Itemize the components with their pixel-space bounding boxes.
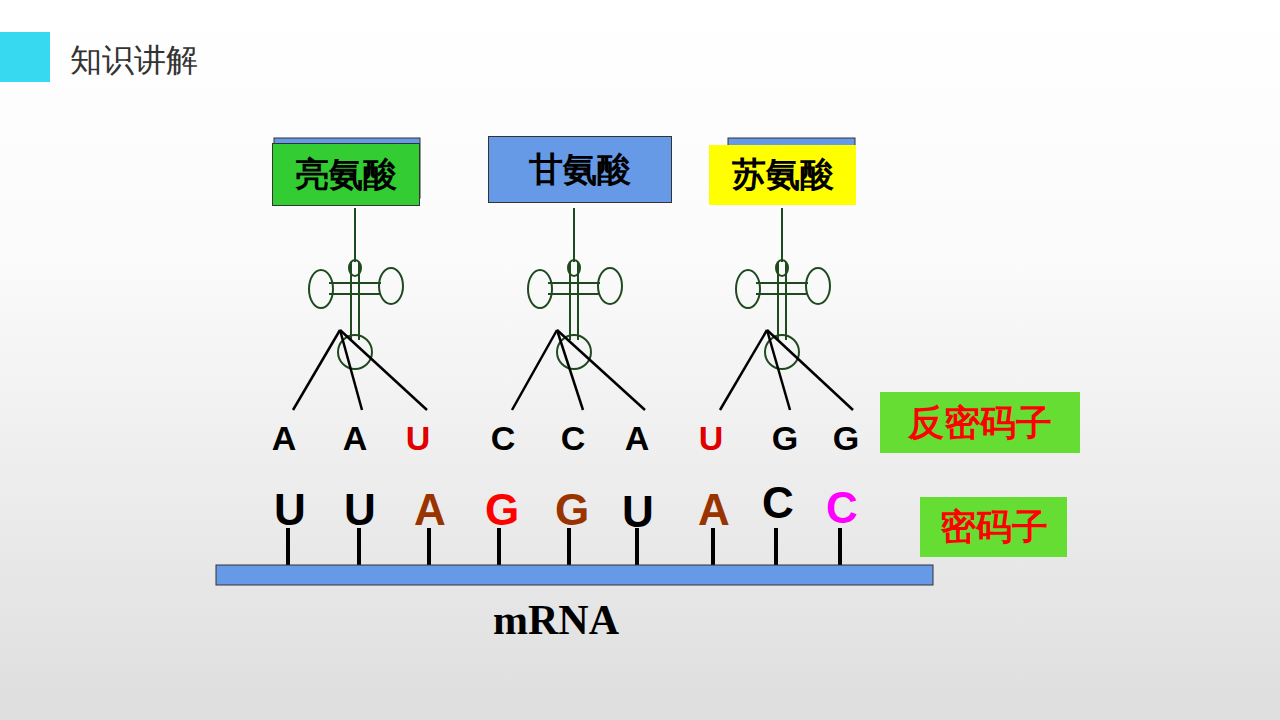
base-tick: [357, 528, 361, 566]
base-tick: [427, 528, 431, 566]
title-marker: [0, 32, 50, 82]
slide-title: 知识讲解: [70, 38, 198, 82]
leader-line: [293, 330, 340, 410]
leader-line: [557, 330, 645, 410]
term-label-box: 反密码子: [880, 392, 1080, 453]
anticodon-base: U: [318, 418, 518, 459]
leader-line: [767, 330, 853, 410]
anticodon-base: G: [746, 418, 946, 459]
base-tick: [711, 528, 715, 566]
leader-line: [340, 330, 427, 410]
node-text: 甘氨酸: [529, 151, 631, 188]
node-text: 苏氨酸: [732, 156, 834, 193]
node-text: 密码子: [940, 507, 1048, 547]
base-tick: [497, 528, 501, 566]
node-text: 反密码子: [908, 403, 1052, 443]
base-tick: [774, 528, 778, 566]
strand-name: mRNA: [456, 595, 656, 645]
mrna-strand: [216, 565, 933, 585]
term-label-box: 密码子: [920, 497, 1067, 557]
base-tick: [567, 528, 571, 566]
anticodon-leaders: [293, 330, 853, 410]
base-tick: [838, 528, 842, 566]
amino-acid-box: 苏氨酸: [709, 145, 856, 205]
codon-base: C: [742, 482, 942, 535]
node-text: 亮氨酸: [295, 156, 397, 193]
base-ticks: [288, 528, 840, 566]
leader-line: [720, 330, 767, 410]
base-tick: [286, 528, 290, 566]
amino-acid-box: 甘氨酸: [488, 136, 672, 203]
leader-line: [512, 330, 557, 410]
amino-acid-box: 亮氨酸: [272, 143, 420, 206]
leader-line: [340, 330, 362, 410]
